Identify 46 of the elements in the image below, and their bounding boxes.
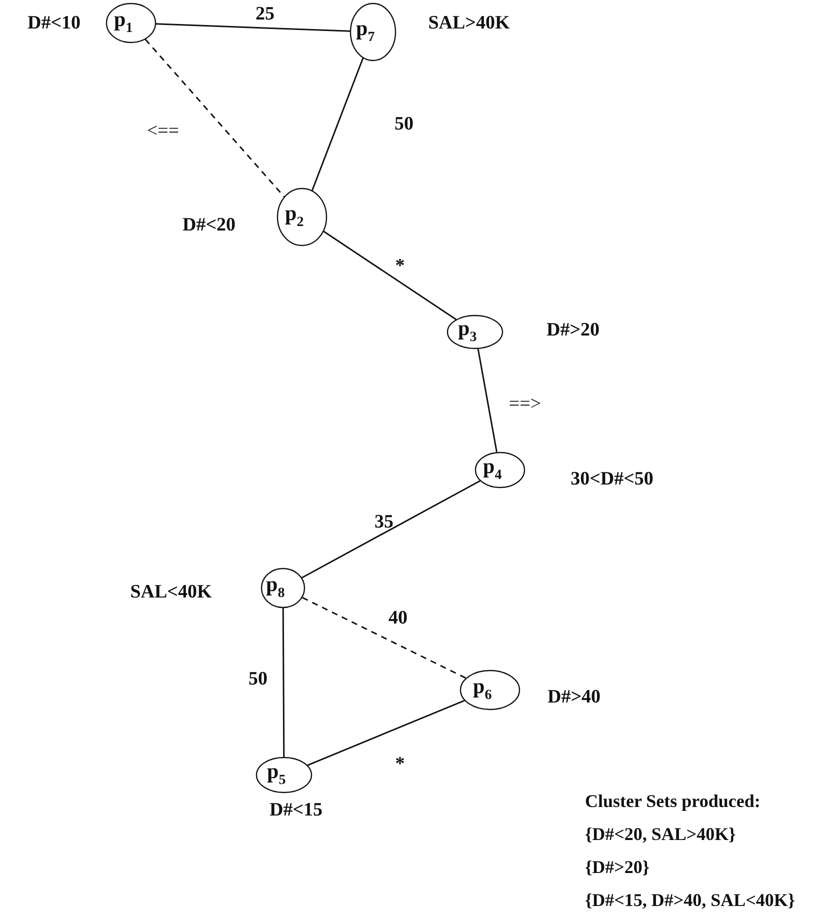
node-label: p$_{6}$ — [473, 676, 492, 703]
node-ellipse — [106, 3, 156, 43]
connector-line — [323, 230, 457, 320]
condition-label: D#>20 — [546, 320, 600, 340]
edge-label: 50 — [394, 114, 414, 134]
note-text: Cluster Sets produced: — [585, 792, 760, 810]
note-text: {D#<15, D#>40, SAL<40K} — [585, 891, 795, 909]
node-ellipse — [256, 757, 312, 793]
node-label: p$_{8}$ — [266, 574, 285, 601]
edge-label: 25 — [256, 4, 274, 24]
condition-label: D#<20 — [182, 216, 236, 234]
edge-label: <== — [146, 122, 180, 140]
connector-line — [302, 480, 480, 578]
condition-label: 30<D#<50 — [570, 470, 654, 488]
node-label: p$_{1}$ — [114, 9, 133, 36]
note-text: {D#<20, SAL>40K} — [585, 825, 736, 843]
connector-line — [282, 608, 285, 757]
node-ellipse — [447, 315, 503, 349]
note-text: {D#>20} — [585, 858, 650, 876]
condition-label: D#<10 — [27, 14, 81, 32]
dashed-connector — [302, 596, 466, 679]
node-ellipse — [261, 568, 305, 608]
connector-line — [311, 58, 364, 191]
edge-label: 50 — [248, 670, 268, 688]
node-label: p$_{5}$ — [267, 761, 286, 788]
connector-line — [307, 700, 465, 766]
node-ellipse — [475, 452, 525, 488]
node-label: p$_{7}$ — [356, 18, 375, 45]
edge-label: * — [395, 754, 405, 774]
condition-label: D#<15 — [269, 800, 323, 820]
dashed-connector — [144, 38, 285, 198]
condition-label: D#>40 — [547, 688, 601, 706]
edge-label: * — [395, 256, 405, 276]
node-label: p$_{3}$ — [458, 318, 477, 345]
node-ellipse — [350, 3, 396, 61]
node-label: p$_{2}$ — [285, 203, 304, 230]
node-ellipse — [277, 188, 327, 246]
node-ellipse — [460, 670, 520, 710]
node-label: p$_{4}$ — [483, 456, 502, 483]
edge-label: ==> — [508, 394, 542, 414]
connector-line — [477, 348, 498, 452]
edge-label: 35 — [374, 512, 394, 532]
condition-label: SAL>40K — [428, 14, 510, 32]
connector-line — [156, 23, 350, 32]
edge-label: 40 — [388, 608, 408, 628]
condition-label: SAL<40K — [130, 582, 212, 602]
